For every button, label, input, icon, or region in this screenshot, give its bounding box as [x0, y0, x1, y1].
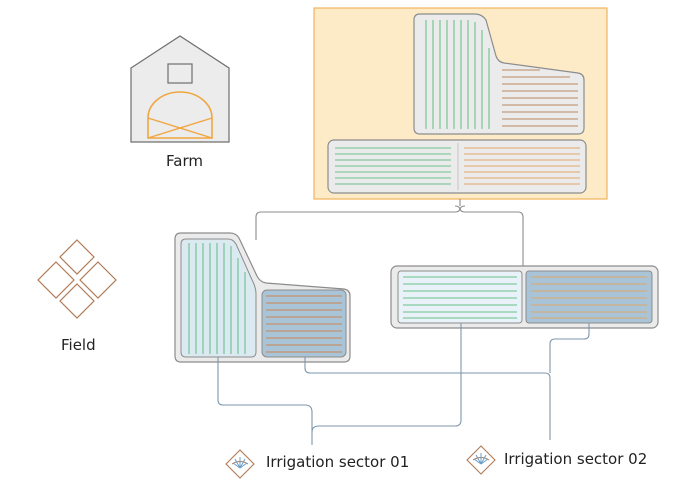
hierarchy-connector — [255, 199, 524, 266]
irrigation-sector-01-label: Irrigation sector 01 — [266, 453, 410, 471]
sector-connectors — [217, 323, 590, 445]
irrigation-sector-01-icon — [225, 449, 255, 479]
irrigation-sector-02-label: Irrigation sector 02 — [504, 450, 648, 468]
field-1 — [174, 232, 351, 363]
barn-icon — [130, 35, 230, 143]
irrigation-sector-02-icon — [466, 445, 496, 475]
field-label: Field — [61, 336, 96, 354]
farm-map-highlight — [313, 7, 608, 200]
field-2 — [390, 265, 659, 329]
farm-label: Farm — [166, 152, 203, 170]
field-tiles-icon — [37, 239, 117, 319]
